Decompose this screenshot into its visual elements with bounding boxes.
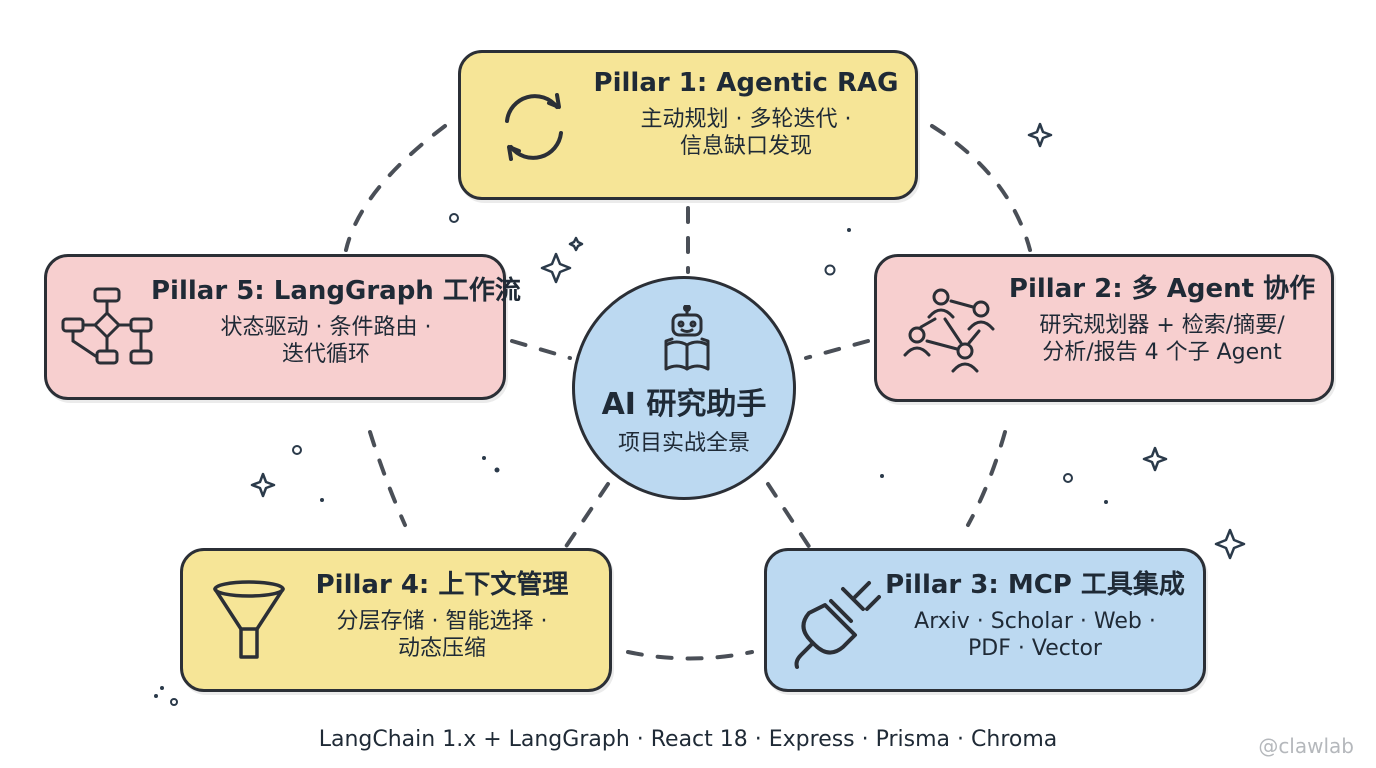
pillar-desc-line: 分析/报告 4 个子 Agent bbox=[1042, 340, 1282, 365]
dot-decoration bbox=[847, 228, 851, 232]
ring-arc-top-left bbox=[344, 124, 447, 252]
dot-decoration bbox=[482, 456, 486, 460]
dot-decoration bbox=[154, 694, 158, 698]
pillar-desc-line: Arxiv · Scholar · Web · bbox=[914, 608, 1156, 634]
pillar-desc-line: 状态驱动 · 条件路由 · bbox=[220, 314, 432, 340]
pillar-desc-line: 主动规划 · 多轮迭代 · bbox=[640, 106, 852, 132]
sparkle-decoration bbox=[1027, 122, 1053, 148]
dot-decoration bbox=[824, 264, 836, 276]
pillar-desc-line: 研究规划器 + 检索/摘要/ bbox=[1039, 312, 1285, 338]
dot-decoration bbox=[880, 474, 884, 478]
connector-bottom-right bbox=[766, 482, 812, 550]
flowchart-icon bbox=[61, 287, 153, 365]
connector-bottom-left bbox=[563, 482, 610, 550]
pillar-4-card: Pillar 4: 上下文管理 分层存储 · 智能选择 · 动态压缩 bbox=[180, 548, 612, 692]
sparkle-decoration bbox=[568, 236, 584, 252]
sparkle-decoration bbox=[250, 472, 276, 498]
pillar-title: Pillar 4: 上下文管理 bbox=[315, 570, 569, 600]
dot-decoration bbox=[292, 445, 302, 455]
people-network-icon bbox=[903, 288, 995, 373]
ring-arc-right bbox=[966, 430, 1007, 527]
sparkle-decoration bbox=[1214, 528, 1246, 560]
pillar-desc-line: 动态压缩 bbox=[397, 636, 486, 661]
dot-decoration bbox=[1063, 473, 1073, 483]
dot-decoration bbox=[494, 467, 500, 473]
center-title: AI 研究助手 bbox=[601, 387, 767, 422]
pillar-desc-line: 分层存储 · 智能选择 · bbox=[336, 608, 548, 634]
refresh-cycle-icon bbox=[505, 93, 563, 161]
funnel-icon bbox=[213, 580, 285, 659]
tech-stack-footer: LangChain 1.x + LangGraph · React 18 · E… bbox=[318, 727, 1058, 752]
dot-decoration bbox=[320, 498, 324, 502]
connector-left bbox=[510, 339, 572, 360]
pillar-3-card: Pillar 3: MCP 工具集成 Arxiv · Scholar · Web… bbox=[764, 548, 1206, 692]
sparkle-decoration bbox=[1142, 446, 1168, 472]
plug-icon bbox=[794, 581, 881, 669]
ring-arc-top-right bbox=[930, 124, 1032, 252]
center-subtitle: 项目实战全景 bbox=[617, 431, 750, 456]
pillar-title: Pillar 5: LangGraph 工作流 bbox=[151, 276, 521, 306]
connector-right bbox=[804, 339, 870, 360]
pillar-5-card: Pillar 5: LangGraph 工作流 状态驱动 · 条件路由 · 迭代… bbox=[44, 254, 521, 400]
pillar-title: Pillar 1: Agentic RAG bbox=[593, 68, 899, 98]
center-hub: AI 研究助手 项目实战全景 bbox=[572, 276, 796, 500]
dot-decoration bbox=[160, 686, 164, 690]
robot-reading-icon bbox=[664, 305, 710, 371]
ring-arc-left bbox=[368, 430, 407, 527]
pillar-desc-line: 迭代循环 bbox=[281, 342, 370, 367]
pillar-title: Pillar 2: 多 Agent 协作 bbox=[1008, 274, 1316, 304]
pillar-desc-line: PDF · Vector bbox=[968, 636, 1102, 661]
pillar-1-card: Pillar 1: Agentic RAG 主动规划 · 多轮迭代 · 信息缺口… bbox=[458, 50, 918, 200]
pillar-title: Pillar 3: MCP 工具集成 bbox=[885, 570, 1185, 600]
pillar-desc-line: 信息缺口发现 bbox=[679, 134, 812, 159]
dot-decoration bbox=[170, 698, 178, 706]
dot-decoration bbox=[1104, 500, 1108, 504]
sparkle-decoration bbox=[540, 252, 572, 284]
dot-decoration bbox=[449, 213, 459, 223]
watermark: @clawlab bbox=[1258, 734, 1354, 758]
pillar-2-card: Pillar 2: 多 Agent 协作 研究规划器 + 检索/摘要/ 分析/报… bbox=[874, 254, 1334, 402]
ring-arc-bottom bbox=[626, 650, 754, 661]
